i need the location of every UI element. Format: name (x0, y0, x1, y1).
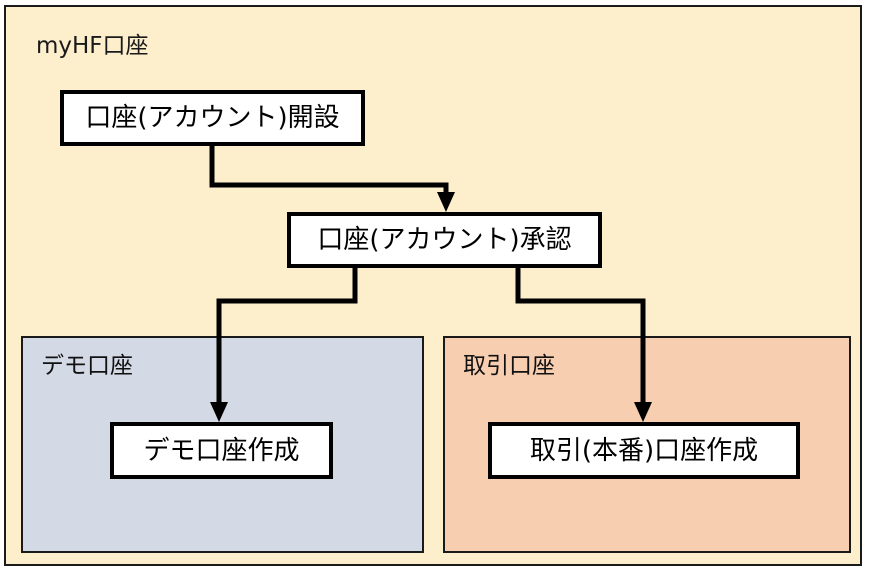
node-live-account-create[interactable]: 取引(本番)口座作成 (488, 422, 800, 479)
container-title: myHF口座 (36, 33, 149, 59)
node-demo-account-create[interactable]: デモ口座作成 (110, 422, 333, 479)
live-panel-title: 取引口座 (463, 353, 555, 379)
node-account-open[interactable]: 口座(アカウント)開設 (60, 90, 365, 146)
node-account-approve[interactable]: 口座(アカウント)承認 (287, 212, 602, 268)
demo-panel-title: デモ口座 (41, 353, 133, 379)
